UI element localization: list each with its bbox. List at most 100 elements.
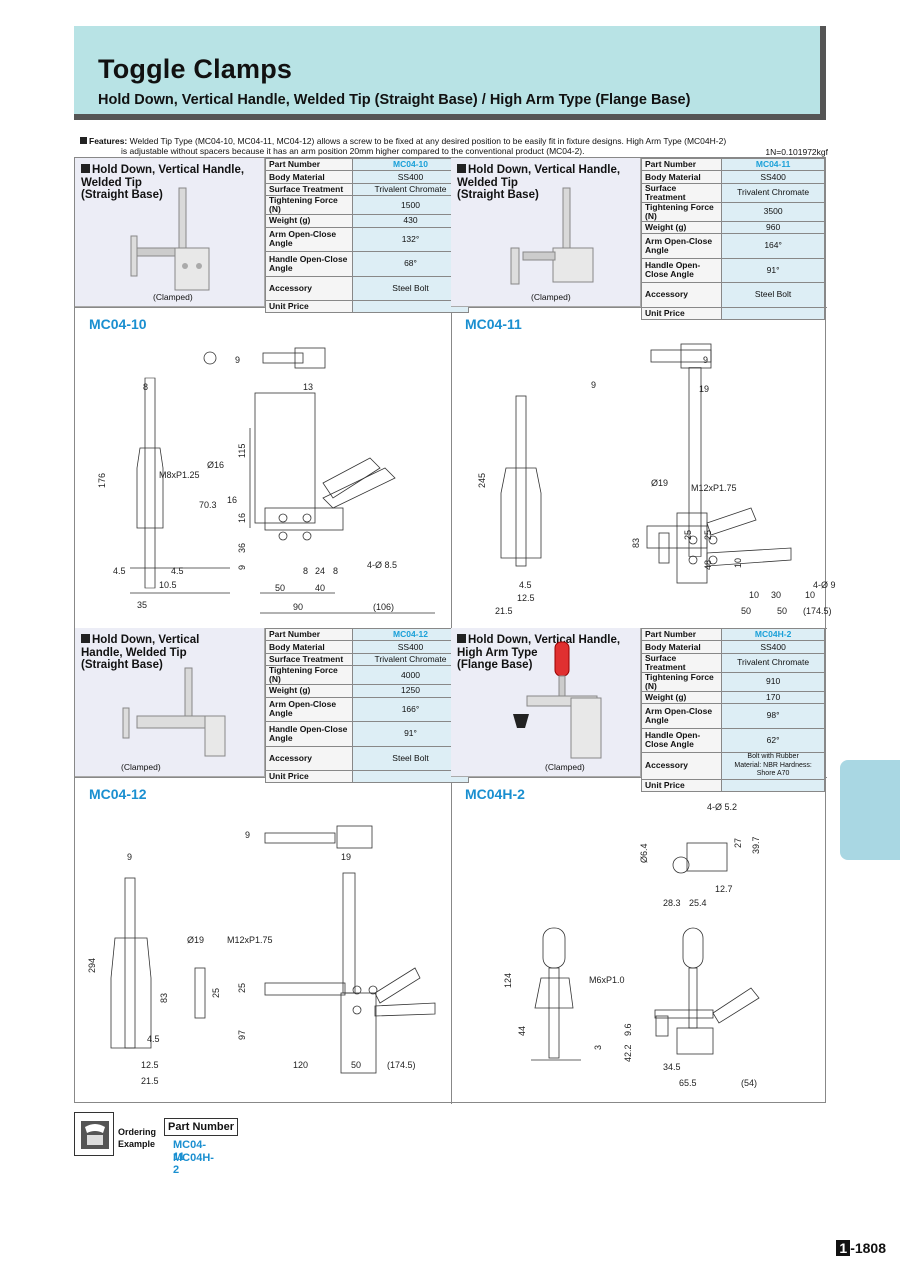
clamp-photo: [513, 641, 602, 759]
svg-text:9: 9: [235, 355, 240, 365]
svg-text:120: 120: [293, 1060, 308, 1070]
features-line2: is adjustable without spacers because it…: [121, 146, 585, 156]
svg-text:12.5: 12.5: [517, 593, 535, 603]
clamp-photo: [510, 187, 594, 285]
svg-text:8: 8: [143, 382, 148, 392]
svg-text:21.5: 21.5: [141, 1076, 159, 1086]
svg-text:Ø6.4: Ø6.4: [639, 843, 649, 863]
clamped-caption: (Clamped): [121, 762, 161, 772]
svg-text:34.5: 34.5: [663, 1062, 681, 1072]
svg-text:115: 115: [237, 444, 247, 458]
svg-text:(174.5): (174.5): [387, 1060, 416, 1070]
svg-text:9.6: 9.6: [623, 1023, 633, 1036]
page-header: Toggle Clamps Hold Down, Vertical Handle…: [74, 26, 826, 120]
svg-text:Ø19: Ø19: [651, 478, 668, 488]
svg-text:83: 83: [159, 993, 169, 1003]
svg-text:48: 48: [703, 560, 713, 570]
ordering-example-part[interactable]: MC04H-2: [173, 1152, 214, 1176]
svg-text:25: 25: [211, 988, 221, 998]
phone-order-icon: [74, 1112, 114, 1156]
svg-text:12.7: 12.7: [715, 884, 733, 894]
bullet-square-icon: [457, 164, 466, 173]
svg-text:(54): (54): [741, 1078, 757, 1088]
svg-text:10: 10: [805, 590, 815, 600]
product-image-cell: Hold Down, Vertical Handle, Welded Tip (…: [451, 158, 641, 307]
part-number[interactable]: MC04H-2: [721, 627, 825, 642]
product-name: Hold Down, Vertical Handle, Welded Tip (…: [81, 164, 245, 201]
drawing-label: MC04-10: [89, 316, 147, 332]
clamp-photo: [122, 667, 226, 757]
svg-text:27: 27: [733, 838, 743, 848]
svg-text:124: 124: [503, 973, 513, 988]
clamped-caption: (Clamped): [545, 762, 585, 772]
svg-text:4.5: 4.5: [171, 566, 184, 576]
svg-text:28.3: 28.3: [663, 898, 681, 908]
bullet-square-icon: [80, 137, 87, 144]
svg-text:M12xP1.75: M12xP1.75: [691, 483, 737, 493]
svg-text:(174.5): (174.5): [803, 606, 832, 616]
product-name: Hold Down, Vertical Handle, High Arm Typ…: [457, 634, 621, 671]
svg-text:9: 9: [237, 565, 247, 570]
drawing-label: MC04-12: [89, 786, 147, 802]
drawing-label: MC04-11: [465, 316, 522, 332]
svg-text:50: 50: [741, 606, 751, 616]
svg-text:83: 83: [631, 538, 641, 548]
svg-text:9: 9: [591, 380, 596, 390]
page-number: 1-1808: [836, 1240, 886, 1256]
svg-text:10.5: 10.5: [159, 580, 177, 590]
features-label: Features:: [89, 136, 128, 146]
clamped-caption: (Clamped): [531, 292, 571, 302]
svg-text:36: 36: [237, 543, 247, 553]
svg-text:65.5: 65.5: [679, 1078, 697, 1088]
svg-text:25.4: 25.4: [689, 898, 707, 908]
bullet-square-icon: [81, 634, 90, 643]
ordering-example-part[interactable]: MC04-11: [173, 1139, 207, 1163]
section-tab[interactable]: [840, 760, 900, 860]
svg-text:245: 245: [477, 473, 487, 488]
svg-text:40: 40: [315, 583, 325, 593]
part-number[interactable]: MC04-11: [721, 157, 825, 172]
svg-text:Ø19: Ø19: [187, 935, 204, 945]
product-name: Hold Down, Vertical Handle, Welded Tip (…: [457, 164, 621, 201]
svg-text:176: 176: [97, 473, 107, 488]
svg-text:M12xP1.75: M12xP1.75: [227, 935, 273, 945]
svg-text:9: 9: [127, 852, 132, 862]
svg-text:50: 50: [777, 606, 787, 616]
svg-text:13: 13: [303, 382, 313, 392]
svg-text:8: 8: [333, 566, 338, 576]
svg-text:39.7: 39.7: [751, 836, 761, 854]
svg-text:9: 9: [703, 355, 708, 365]
svg-text:35: 35: [137, 600, 147, 610]
part-number[interactable]: MC04-10: [352, 157, 469, 172]
svg-text:4-Ø 8.5: 4-Ø 8.5: [367, 560, 397, 570]
svg-text:21.5: 21.5: [495, 606, 513, 616]
svg-text:42.2: 42.2: [623, 1044, 633, 1062]
bullet-square-icon: [81, 164, 90, 173]
svg-text:16: 16: [227, 495, 237, 505]
svg-text:30: 30: [771, 590, 781, 600]
svg-text:97: 97: [237, 1030, 247, 1040]
svg-text:50: 50: [275, 583, 285, 593]
svg-text:19: 19: [699, 384, 709, 394]
svg-text:25: 25: [703, 530, 713, 540]
svg-text:19: 19: [341, 852, 351, 862]
svg-text:70.3: 70.3: [199, 500, 217, 510]
drawing-label: MC04H-2: [465, 786, 525, 802]
svg-text:24: 24: [315, 566, 325, 576]
svg-text:(106): (106): [373, 602, 394, 612]
product-image-cell: Hold Down, Vertical Handle, High Arm Typ…: [451, 628, 641, 777]
part-number[interactable]: MC04-12: [352, 627, 469, 642]
bullet-square-icon: [457, 634, 466, 643]
svg-text:3: 3: [593, 1045, 603, 1050]
svg-text:44: 44: [517, 1026, 527, 1036]
page-title: Toggle Clamps: [98, 54, 293, 84]
product-image-cell: Hold Down, Vertical Handle, Welded Tip (…: [75, 158, 265, 307]
svg-text:Ø16: Ø16: [207, 460, 224, 470]
